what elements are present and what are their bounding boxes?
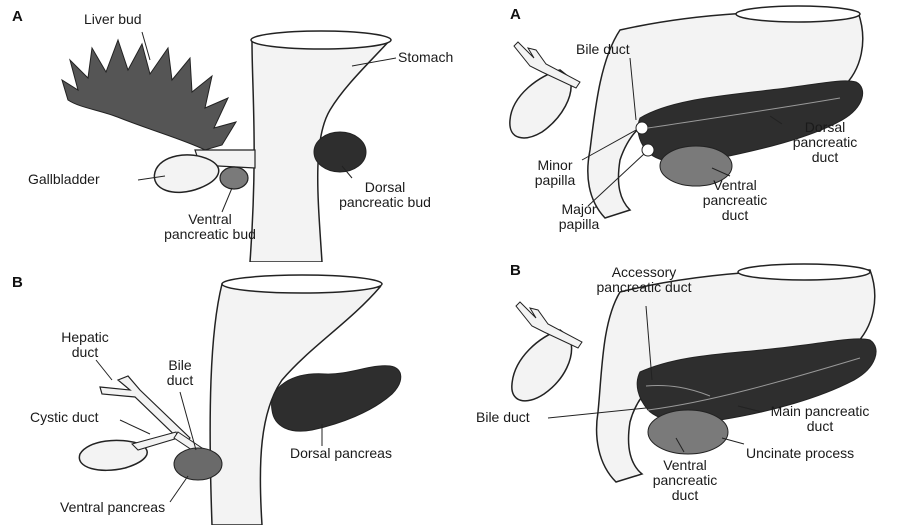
label-ventral-pancreas: Ventral pancreas [60, 500, 165, 515]
label-uncinate-process: Uncinate process [746, 446, 854, 461]
label-hepatic-duct: Hepatic duct [50, 330, 120, 360]
label-line: Main pancreatic [758, 404, 882, 419]
label-line: duct [50, 345, 120, 360]
label-line: Hepatic [50, 330, 120, 345]
label-bile-duct: Bile duct [150, 358, 210, 388]
panel-letter: A [510, 6, 521, 23]
label-line: pancreatic duct [574, 280, 714, 295]
panel-letter: B [12, 274, 23, 291]
ventral-pancreas [174, 448, 222, 480]
panel-top-left: A Liver bud Stomach Gallbladder Dorsal p… [0, 0, 470, 262]
label-stomach: Stomach [398, 50, 453, 65]
label-accessory-pancreatic-duct: Accessory pancreatic duct [574, 265, 714, 295]
label-main-pancreatic-duct: Main pancreatic duct [758, 404, 882, 434]
uncinate-process [648, 410, 728, 454]
label-major-papilla: Major papilla [544, 202, 614, 232]
stomach-opening [222, 275, 382, 293]
label-line: papilla [544, 217, 614, 232]
dorsal-pancreas [272, 366, 401, 431]
minor-papilla [636, 122, 648, 134]
label-line: pancreatic [630, 473, 740, 488]
dorsal-pancreatic-bud [314, 132, 366, 172]
label-ventral-pancreatic-duct: Ventral pancreatic duct [630, 458, 740, 503]
label-cystic-duct: Cystic duct [30, 410, 98, 425]
label-ventral-pancreatic-duct: Ventral pancreatic duct [680, 178, 790, 223]
label-bile-duct: Bile duct [576, 42, 630, 57]
label-line: Dorsal [305, 180, 465, 195]
label-bile-duct: Bile duct [476, 410, 530, 425]
label-line: Ventral [630, 458, 740, 473]
panel-top-right: A Bile duct Dorsal pancreatic duct Minor… [470, 0, 899, 262]
stomach-opening [736, 6, 860, 22]
label-line: duct [770, 150, 880, 165]
panel-bottom-left-drawing [0, 262, 470, 525]
label-dorsal-pancreatic-bud: Dorsal pancreatic bud [305, 180, 465, 210]
panel-letter: B [510, 262, 521, 279]
label-line: pancreatic [680, 193, 790, 208]
stomach-opening [251, 31, 391, 49]
label-gallbladder: Gallbladder [28, 172, 100, 187]
label-line: Dorsal [770, 120, 880, 135]
label-line: duct [150, 373, 210, 388]
label-line: Ventral [135, 212, 285, 227]
gallbladder [154, 155, 218, 192]
panel-letter: A [12, 8, 23, 25]
panel-bottom-right: B Accessory pancreatic duct Bile duct Ma… [470, 262, 899, 525]
label-line: pancreatic bud [135, 227, 285, 242]
label-line: Minor [520, 158, 590, 173]
label-line: Major [544, 202, 614, 217]
label-line: duct [630, 488, 740, 503]
label-line: duct [680, 208, 790, 223]
label-dorsal-pancreatic-duct: Dorsal pancreatic duct [770, 120, 880, 165]
label-dorsal-pancreas: Dorsal pancreas [290, 446, 392, 461]
ventral-pancreatic-bud [220, 167, 248, 189]
label-line: papilla [520, 173, 590, 188]
panel-bottom-left: B Hepatic duct Bile duct Cystic duct Dor… [0, 262, 470, 525]
stomach-opening [738, 264, 870, 280]
label-line: Accessory [574, 265, 714, 280]
label-ventral-pancreatic-bud: Ventral pancreatic bud [135, 212, 285, 242]
label-line: Bile [150, 358, 210, 373]
label-liver-bud: Liver bud [84, 12, 142, 27]
label-line: duct [758, 419, 882, 434]
label-minor-papilla: Minor papilla [520, 158, 590, 188]
label-line: Ventral [680, 178, 790, 193]
label-line: pancreatic bud [305, 195, 465, 210]
cystic-duct [132, 432, 178, 450]
label-line: pancreatic [770, 135, 880, 150]
